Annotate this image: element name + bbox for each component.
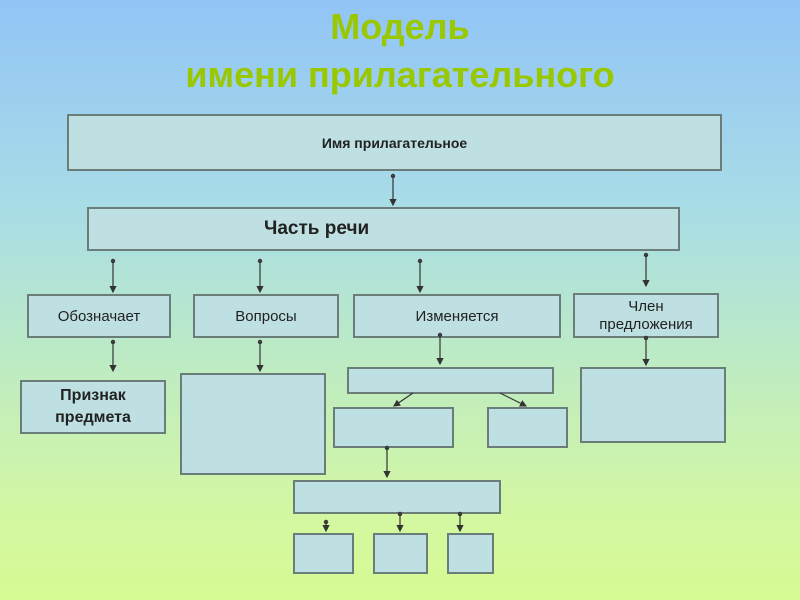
- box-leaf-2: [373, 533, 428, 574]
- box-changes: Изменяется: [353, 294, 561, 338]
- arrow: [436, 332, 444, 366]
- arrow: [393, 392, 414, 407]
- box-root: Имя прилагательное: [67, 114, 722, 171]
- box-denotes: Обозначает: [27, 294, 171, 338]
- arrow: [109, 339, 117, 373]
- arrow: [109, 258, 117, 294]
- arrow: [256, 258, 264, 294]
- arrow: [383, 445, 391, 479]
- box-questions-empty: [180, 373, 326, 475]
- arrow: [499, 392, 528, 407]
- arrow: [642, 335, 650, 367]
- title-line-2: имени прилагательного: [185, 54, 615, 95]
- box-questions: Вопросы: [193, 294, 339, 338]
- box-sentence-member-empty: [580, 367, 726, 443]
- arrow: [456, 511, 464, 533]
- box-sentence-member: Член предложения: [573, 293, 719, 338]
- box-changes-sub-1: [333, 407, 454, 448]
- title-line-1: Модель: [330, 6, 470, 47]
- box-leaf-3: [447, 533, 494, 574]
- box-part-of-speech: Часть речи: [87, 207, 680, 251]
- box-attribute: Признак предмета: [20, 380, 166, 434]
- arrow: [642, 252, 650, 288]
- arrow: [256, 339, 264, 373]
- arrow: [416, 258, 424, 294]
- arrow: [322, 519, 330, 533]
- box-changes-sub-2: [487, 407, 568, 448]
- arrow: [396, 511, 404, 533]
- box-level4: [293, 480, 501, 514]
- box-changes-empty: [347, 367, 554, 394]
- arrow: [389, 173, 397, 207]
- box-leaf-1: [293, 533, 354, 574]
